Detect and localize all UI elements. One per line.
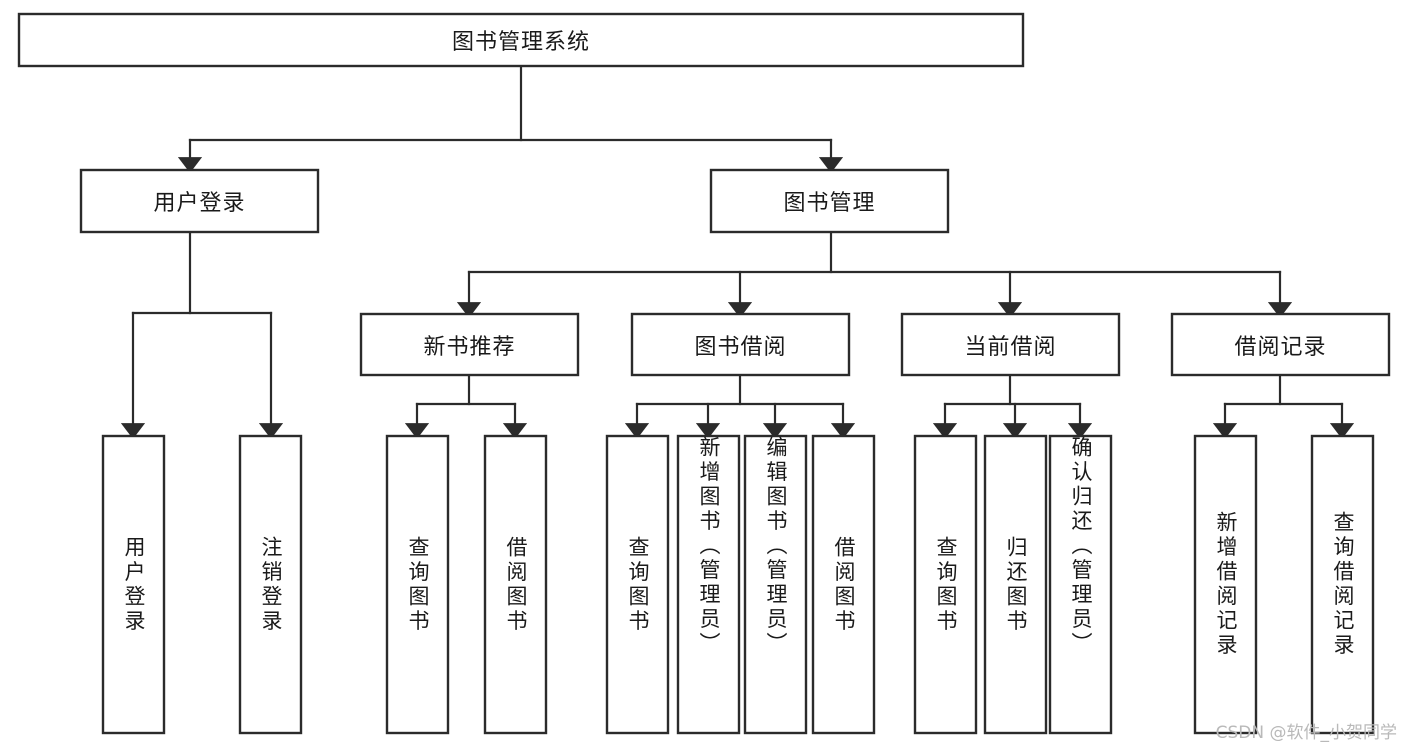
node-box-user-login[interactable] [79,168,320,234]
node-box-root[interactable] [17,12,1025,68]
node-box-borrow[interactable] [630,312,851,377]
node-box-leaf-borrow-2[interactable] [743,434,808,735]
node-box-leaf-records-0[interactable] [1193,434,1258,735]
node-box-leaf-current-0[interactable] [913,434,978,735]
node-box-new-books[interactable] [359,312,580,377]
node-box-current[interactable] [900,312,1121,377]
node-box-records[interactable] [1170,312,1391,377]
node-box-leaf-records-1[interactable] [1310,434,1375,735]
node-box-leaf-current-1[interactable] [983,434,1048,735]
node-box-leaf-newbooks-1[interactable] [483,434,548,735]
node-box-book-mgmt[interactable] [709,168,950,234]
node-box-leaf-borrow-3[interactable] [811,434,876,735]
node-box-leaf-borrow-0[interactable] [605,434,670,735]
node-box-leaf-user-1[interactable] [238,434,303,735]
node-box-leaf-newbooks-0[interactable] [385,434,450,735]
node-box-leaf-current-2[interactable] [1048,434,1113,735]
node-box-leaf-borrow-1[interactable] [676,434,741,735]
node-box-leaf-user-0[interactable] [101,434,166,735]
